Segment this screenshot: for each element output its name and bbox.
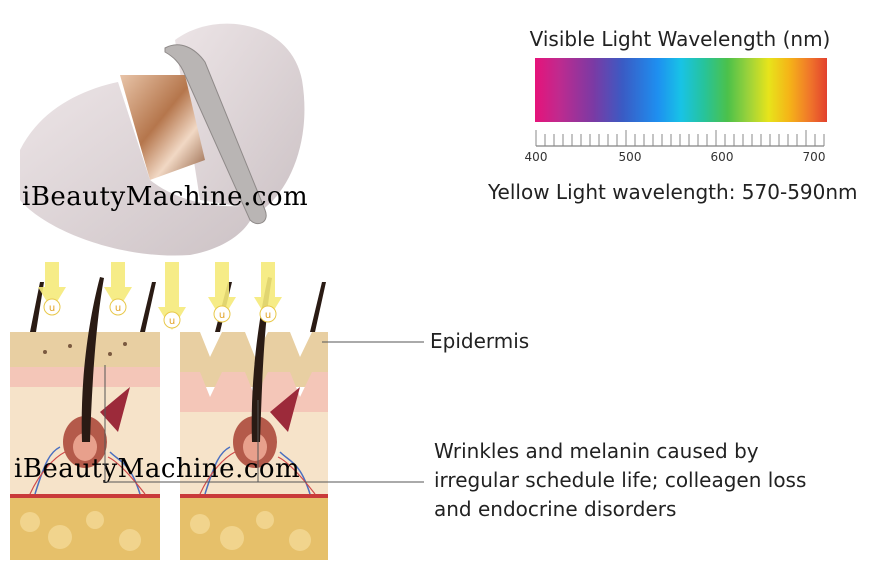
tick-label-400: 400	[524, 150, 548, 164]
spectrum-title: Visible Light Wavelength (nm)	[529, 27, 831, 51]
arrow-letter: u	[219, 310, 225, 321]
arrow-letter: u	[169, 316, 175, 327]
skin-watermark: iBeautyMachine.com	[14, 454, 300, 484]
wavelength-scale	[535, 130, 825, 147]
yellow-light-arrows: u u u u u	[38, 262, 282, 330]
yellow-light-caption: Yellow Light wavelength: 570-590nm	[488, 180, 858, 204]
wrinkles-caption: Wrinkles and melanin caused by irregular…	[434, 437, 864, 524]
arrow-letter: u	[115, 303, 121, 314]
skin-block-before	[10, 277, 160, 560]
arrow-letter: u	[265, 310, 271, 321]
tick-label-700: 700	[802, 150, 826, 164]
epidermis-label: Epidermis	[430, 329, 530, 353]
skin-block-after	[180, 277, 328, 560]
wrinkles-caption-line: and endocrine disorders	[434, 497, 677, 521]
skin-cross-section: u u u u u iBeautyMachine.com	[10, 262, 328, 560]
wrinkles-caption-line: irregular schedule life; colleagen loss	[434, 468, 807, 492]
tick-label-600: 600	[710, 150, 734, 164]
wrinkles-caption-line: Wrinkles and melanin caused by	[434, 439, 759, 463]
mask-watermark: iBeautyMachine.com	[22, 182, 308, 212]
visible-spectrum-bar	[535, 58, 827, 122]
led-mask-image: iBeautyMachine.com	[20, 23, 308, 256]
tick-label-500: 500	[618, 150, 642, 164]
arrow-letter: u	[49, 303, 55, 314]
